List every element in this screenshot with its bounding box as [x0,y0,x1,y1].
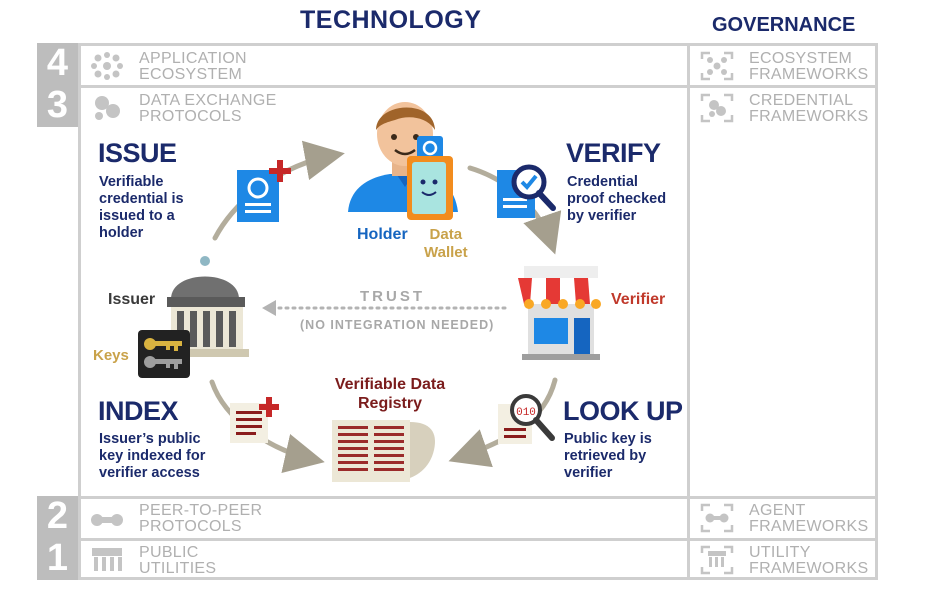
issuer-building-icon [165,256,249,357]
utility-frameworks-icon [700,545,734,575]
layer-4-gov-label: ECOSYSTEM FRAMEWORKS [749,50,869,83]
issue-document-icon [237,160,291,222]
ecosystem-frameworks-icon [700,51,734,81]
index-heading: INDEX [98,396,179,426]
issuer-label: Issuer [108,291,156,308]
keys-icon [138,330,190,378]
index-description: Issuer’s public key indexed for verifier… [99,431,206,481]
holder-label: Holder [357,226,408,243]
verify-magnifier-icon [497,164,556,218]
index-document-icon [230,397,279,443]
verifier-label: Verifier [611,291,666,308]
svg-text:010: 010 [516,407,536,419]
data-wallet-label: Data Wallet [424,226,468,261]
verify-description: Credential proof checked by verifier [567,174,667,224]
layer-1-gov-label: UTILITY FRAMEWORKS [749,544,869,577]
issue-heading: ISSUE [98,138,177,168]
lookup-heading: LOOK UP [563,396,683,426]
layer-3-number: 3 [37,85,78,127]
agent-frameworks-icon [700,503,734,533]
trust-note: (NO INTEGRATION NEEDED) [300,318,495,332]
public-utilities-icon [92,548,122,571]
data-wallet-icon [407,136,453,220]
registry-label: Verifiable Data Registry [334,376,446,412]
layer-2-gov-label: AGENT FRAMEWORKS [749,502,869,535]
layer-1-tech-label: PUBLIC UTILITIES [139,544,217,577]
peer-to-peer-icon [91,514,123,526]
layer-4-number: 4 [37,43,78,85]
layer-2-tech-label: PEER-TO-PEER PROTOCOLS [139,502,263,535]
layer-3-tech-label: DATA EXCHANGE PROTOCOLS [139,92,277,125]
lookup-magnifier-icon: 010 [498,394,555,444]
layer-1-number: 1 [37,538,78,580]
layer-1-gov-row [687,538,878,580]
verify-heading: VERIFY [566,138,661,168]
lookup-description: Public key is retrieved by verifier [564,431,652,481]
issue-description: Verifiable credential is issued to a hol… [99,174,184,241]
layer-2-number: 2 [37,496,78,538]
credential-frameworks-icon [700,93,734,123]
governance-title: GOVERNANCE [712,14,856,36]
keys-label: Keys [93,347,129,364]
trust-label: TRUST [360,288,425,305]
layer-3-gov-label: CREDENTIAL FRAMEWORKS [749,92,869,125]
ecosystem-icon [91,52,123,80]
data-exchange-icon [95,96,120,120]
registry-scroll-icon [332,420,435,482]
layer-4-tech-label: APPLICATION ECOSYSTEM [139,50,247,83]
verifier-shop-icon [518,266,604,360]
technology-title: TECHNOLOGY [300,6,482,34]
